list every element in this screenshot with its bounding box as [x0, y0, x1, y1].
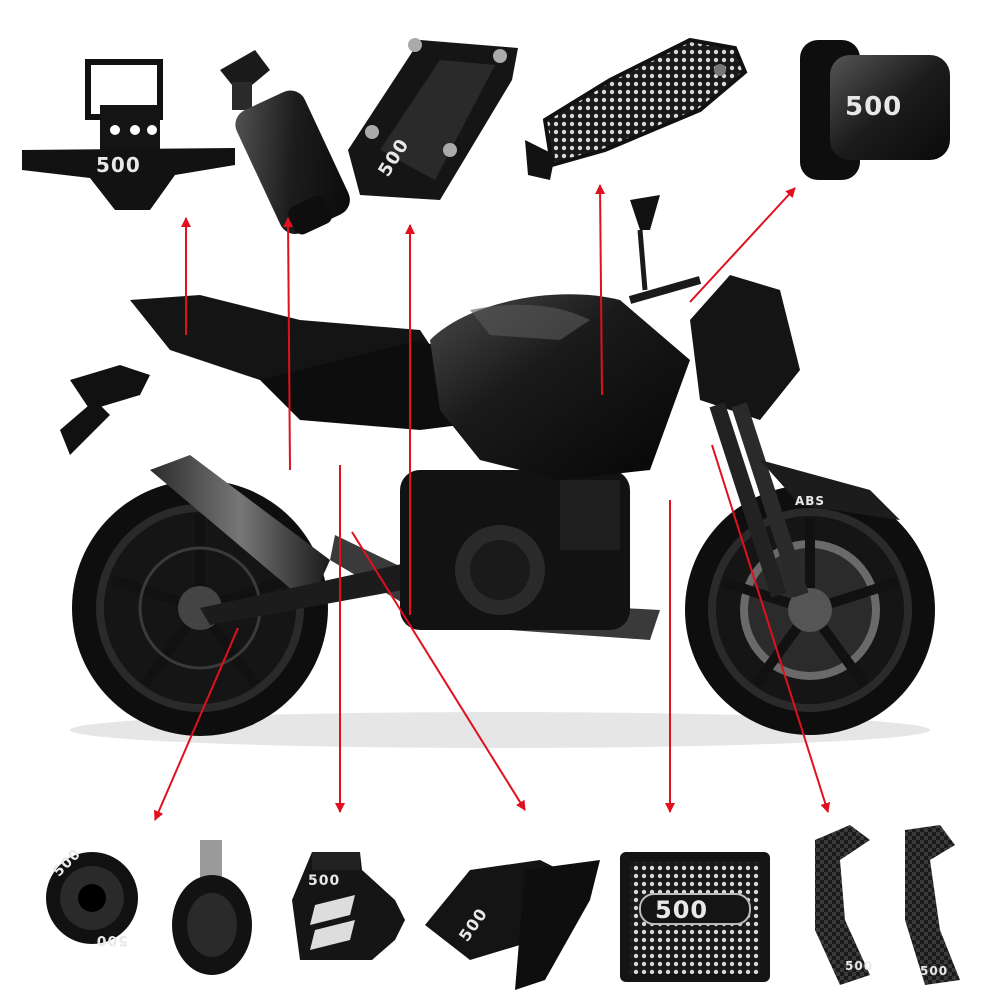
abs-badge: ABS: [795, 494, 825, 508]
radiator-guard: 500: [620, 852, 770, 982]
swingarm-spools: 500 500: [46, 840, 252, 975]
license-plate-bracket: 500: [22, 59, 235, 210]
heel-guard: [525, 37, 748, 180]
rear-hugger: 500: [425, 860, 600, 990]
bar-end-logo: 500: [845, 92, 902, 122]
arrow-hugger: [351, 531, 526, 811]
arrow-spools: [153, 627, 239, 821]
kickstand-pad: 500: [348, 38, 518, 200]
spool-logo-2: 500: [96, 932, 128, 948]
arrow-frame-slider: [283, 217, 294, 471]
pointer-arrows: [153, 184, 831, 821]
motorcycle: ABS: [60, 195, 935, 748]
arrow-bar-end: [689, 187, 796, 303]
lever-guard-logo-2: 500: [920, 964, 948, 978]
radiator-logo: 500: [655, 896, 708, 924]
frame-slider: [220, 50, 350, 235]
lever-guard-logo-1: 500: [845, 959, 873, 973]
bar-end-weight: 500: [800, 40, 950, 180]
reservoir-logo: 500: [308, 873, 340, 889]
arrow-heel-guard: [595, 184, 606, 396]
front-wheel: [685, 485, 935, 735]
arrow-lever-guards: [711, 444, 831, 813]
lever-guards: 500 500: [815, 825, 960, 985]
brake-reservoir-cover: 500: [292, 852, 405, 960]
bracket-logo: 500: [96, 153, 141, 177]
